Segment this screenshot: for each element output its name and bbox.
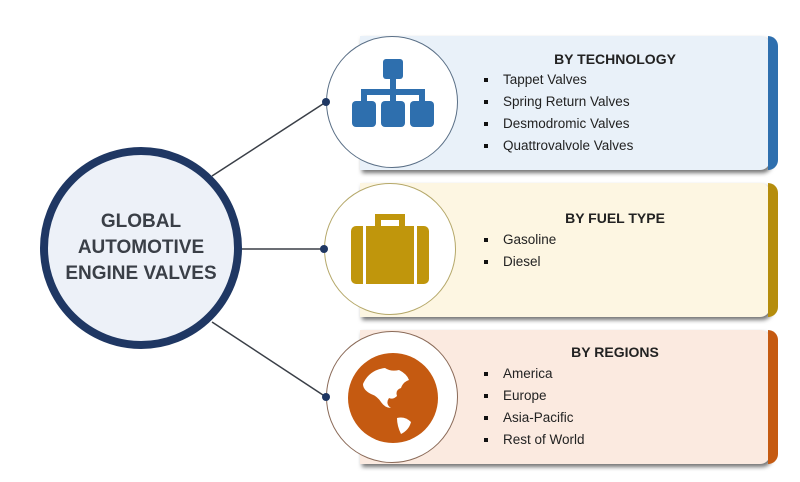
panel-accent-bar <box>768 36 778 170</box>
list-item: Diesel <box>484 251 556 273</box>
regions-list: America Europe Asia-Pacific Rest of Worl… <box>484 363 585 451</box>
briefcase-icon <box>351 214 429 284</box>
central-topic-title: GLOBAL AUTOMOTIVE ENGINE VALVES <box>65 211 217 284</box>
panel-accent-bar <box>768 183 778 317</box>
fuel-icon-circle <box>324 183 456 315</box>
list-item: Quattrovalvole Valves <box>484 135 633 157</box>
globe-icon <box>348 353 438 443</box>
list-item: Rest of World <box>484 429 585 451</box>
list-item: Tappet Valves <box>484 69 633 91</box>
list-item: Desmodromic Valves <box>484 113 633 135</box>
list-item: Spring Return Valves <box>484 91 633 113</box>
list-item: Gasoline <box>484 229 556 251</box>
list-item: Asia-Pacific <box>484 407 585 429</box>
panel-accent-bar <box>768 330 778 464</box>
list-item: America <box>484 363 585 385</box>
technology-icon-circle <box>326 36 458 168</box>
list-item: Europe <box>484 385 585 407</box>
panel-heading: BY REGIONS <box>571 344 659 360</box>
technology-list: Tappet Valves Spring Return Valves Desmo… <box>484 69 633 157</box>
fuel-type-list: Gasoline Diesel <box>484 229 556 273</box>
regions-icon-circle <box>326 331 458 463</box>
central-topic-circle: GLOBAL AUTOMOTIVE ENGINE VALVES <box>40 147 242 349</box>
panel-heading: BY TECHNOLOGY <box>554 51 676 67</box>
hierarchy-icon <box>352 59 434 127</box>
panel-heading: BY FUEL TYPE <box>565 210 665 226</box>
